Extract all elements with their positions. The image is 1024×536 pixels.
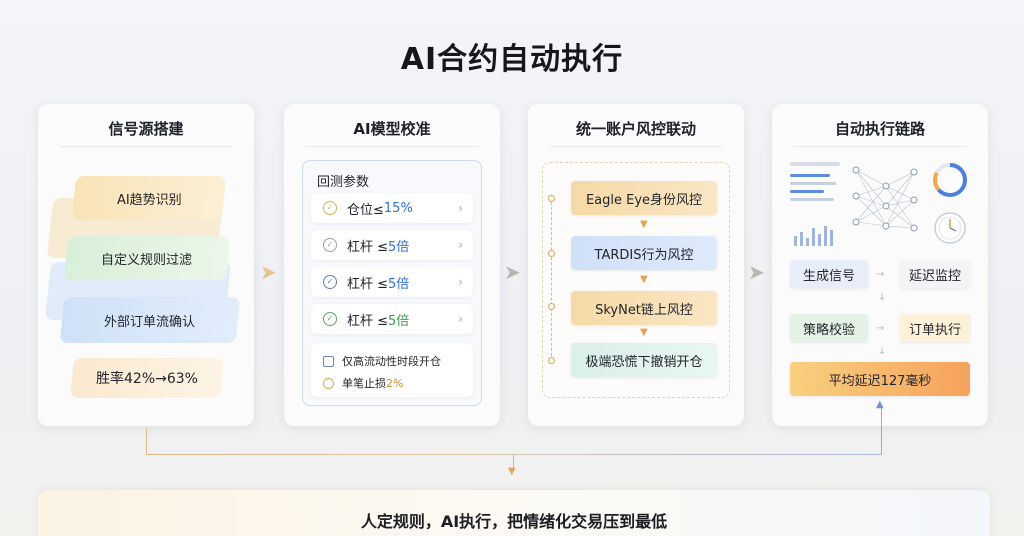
layer-label: 自定义规则过滤 — [101, 252, 193, 268]
backtest-params-box: 回测参数 ✓ 仓位≤15% › ✓ 杠杆 ≤ 5倍 › ✓ 杠杆 ≤ 5倍 › … — [302, 160, 482, 406]
loop-line — [146, 454, 882, 455]
exec-label: 策略校验 — [802, 322, 855, 338]
exec-label: 延迟监控 — [908, 268, 961, 284]
win-rate-text: 胜率42%→63% — [96, 371, 198, 387]
divider — [794, 146, 966, 147]
param-label: 杠杆 ≤ — [347, 276, 389, 292]
loop-line — [881, 406, 882, 454]
risk-label: SkyNet链上风控 — [595, 302, 693, 318]
arrow-right-icon: ➤ — [504, 260, 521, 284]
loop-line — [146, 428, 147, 454]
param-row[interactable]: ✓ 杠杆 ≤ 5倍 › — [311, 267, 473, 297]
risk-eagle-eye: Eagle Eye身份风控 — [571, 181, 717, 215]
chevron-right-icon: › — [458, 312, 463, 326]
arrow-down-icon: ↓ — [878, 346, 887, 357]
param-row[interactable]: ✓ 杠杆 ≤ 5倍 › — [311, 304, 473, 334]
chart-square-icon — [323, 355, 334, 367]
arrow-up-icon: ▲ — [876, 399, 884, 410]
panel-title-signal: 信号源搭建 — [108, 120, 184, 138]
param-value: 5倍 — [388, 313, 410, 329]
note-text: 仅高流动性时段开仓 — [342, 355, 441, 368]
connector-dot — [548, 303, 555, 310]
connector-dot — [548, 250, 555, 257]
layer-label: AI趋势识别 — [116, 192, 182, 208]
connector-line — [551, 197, 552, 361]
note-liquidity: 仅高流动性时段开仓 — [323, 353, 441, 369]
check-circle-icon: ✓ — [323, 312, 337, 326]
panel-auto-execution: 自动执行链路 — [772, 104, 988, 426]
panel-title-model: AI模型校准 — [353, 120, 431, 138]
divider — [550, 146, 722, 147]
exec-label: 生成信号 — [802, 268, 855, 284]
connector-dot — [548, 357, 555, 364]
arrow-right-icon: ➤ — [748, 260, 765, 284]
stop-loss-value: 2% — [386, 376, 404, 390]
summary-banner: 人定规则，AI执行，把情绪化交易压到最低 — [38, 490, 990, 536]
layer-custom-rule: 自定义规则过滤 — [63, 236, 231, 280]
mini-list-icon — [790, 162, 840, 201]
param-value: 15% — [383, 200, 413, 216]
check-circle-icon: ✓ — [323, 201, 337, 215]
param-row[interactable]: ✓ 仓位≤15% › — [311, 193, 473, 223]
arrow-right-icon: → — [876, 323, 885, 334]
risk-chain-box: Eagle Eye身份风控 ▼ TARDIS行为风控 ▼ SkyNet链上风控 … — [542, 162, 730, 398]
chevron-right-icon: › — [458, 275, 463, 289]
dashboard-illustration — [790, 162, 967, 246]
param-value: 5倍 — [388, 239, 410, 255]
layer-ai-trend: AI趋势识别 — [71, 176, 227, 220]
shield-check-icon: ✓ — [323, 275, 337, 289]
panel-title-exec: 自动执行链路 — [834, 120, 925, 138]
neural-network-icon — [852, 166, 918, 232]
risk-tardis: TARDIS行为风控 — [571, 236, 717, 270]
arrow-down-icon: ▼ — [508, 466, 516, 477]
average-latency-banner: 平均延迟127毫秒 — [790, 362, 970, 396]
params-heading: 回测参数 — [317, 175, 370, 190]
connector-dot — [548, 195, 555, 202]
note-text: 单笔止损 — [342, 377, 386, 390]
chevron-right-icon: › — [458, 238, 463, 252]
chevron-right-icon: › — [458, 201, 463, 215]
param-label: 杠杆 ≤ — [347, 313, 389, 329]
arrow-down-icon: ↓ — [878, 292, 887, 303]
param-row[interactable]: ✓ 杠杆 ≤ 5倍 › — [311, 230, 473, 260]
risk-skynet: SkyNet链上风控 — [571, 291, 717, 325]
exec-strategy-check: 策略校验 — [790, 314, 868, 342]
clock-dial-icon — [934, 212, 966, 244]
exec-order-execution: 订单执行 — [900, 314, 970, 342]
exec-label: 订单执行 — [908, 322, 961, 338]
layer-label: 外部订单流确认 — [104, 314, 196, 330]
panel-title-risk: 统一账户风控联动 — [575, 120, 696, 138]
risk-label: Eagle Eye身份风控 — [585, 192, 703, 208]
page-title: AI合约自动执行 — [400, 42, 624, 77]
exec-generate-signal: 生成信号 — [790, 260, 868, 288]
arrow-right-icon: → — [876, 269, 885, 280]
layer-order-flow: 外部订单流确认 — [59, 297, 241, 343]
check-circle-icon: ✓ — [323, 238, 337, 252]
panel-risk-control: 统一账户风控联动 Eagle Eye身份风控 ▼ TARDIS行为风控 ▼ Sk… — [528, 104, 744, 426]
risk-panic-cancel: 极端恐慌下撤销开仓 — [571, 343, 717, 377]
mini-bar-chart-icon — [794, 226, 833, 246]
exec-latency-monitor: 延迟监控 — [900, 260, 970, 288]
loop-line — [513, 455, 514, 471]
arrow-down-icon: ▼ — [640, 327, 648, 338]
panel-ai-model: AI模型校准 回测参数 ✓ 仓位≤15% › ✓ 杠杆 ≤ 5倍 › ✓ 杠杆 … — [284, 104, 500, 426]
check-circle-icon — [323, 377, 334, 389]
risk-label: 极端恐慌下撤销开仓 — [585, 354, 703, 370]
divider — [60, 146, 232, 147]
param-value: 5倍 — [388, 276, 410, 292]
arrow-right-icon: ➤ — [260, 260, 277, 284]
param-label: 仓位≤ — [347, 202, 384, 218]
summary-text: 人定规则，AI执行，把情绪化交易压到最低 — [360, 512, 668, 531]
arrow-down-icon: ▼ — [640, 219, 648, 230]
latency-text: 平均延迟127毫秒 — [828, 373, 932, 389]
win-rate-result: 胜率42%→63% — [69, 358, 225, 398]
param-label: 杠杆 ≤ — [347, 239, 389, 255]
gauge-ring-icon — [933, 163, 967, 197]
arrow-down-icon: ▼ — [640, 274, 648, 285]
risk-label: TARDIS行为风控 — [594, 247, 694, 263]
divider — [306, 146, 478, 147]
